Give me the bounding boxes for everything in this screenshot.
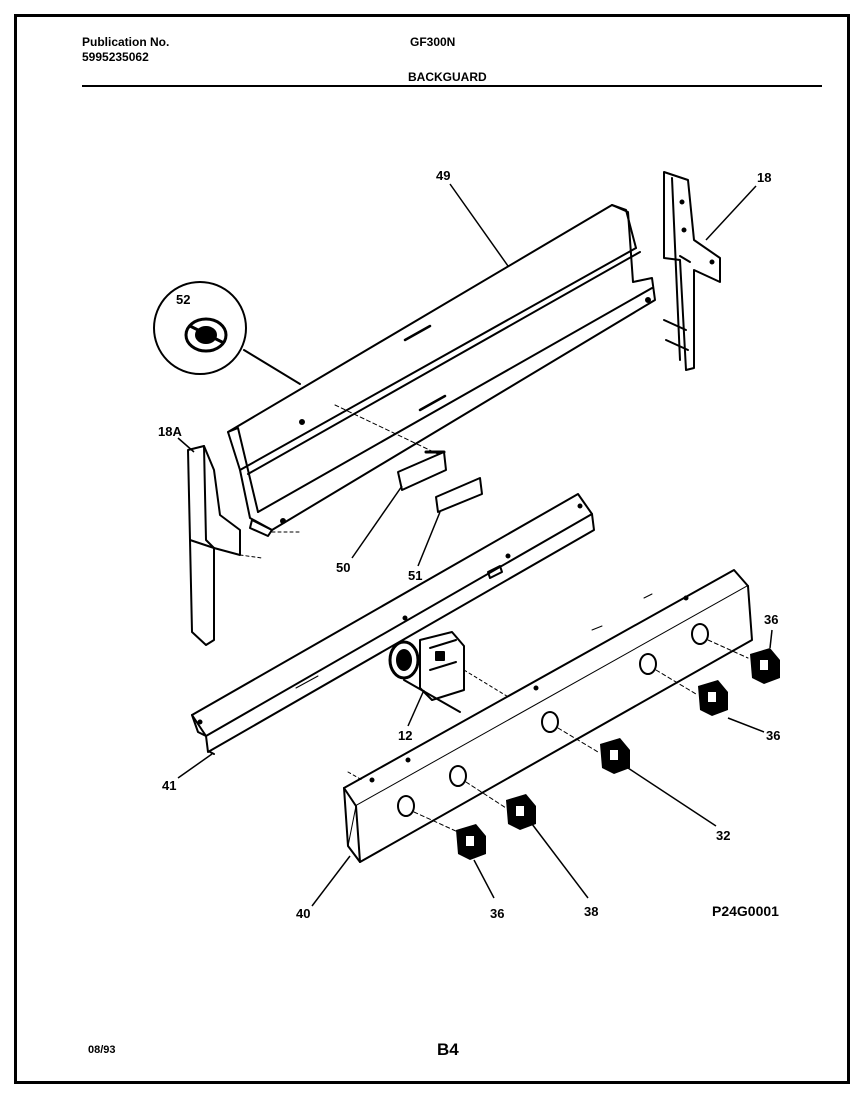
right-end-bracket bbox=[663, 171, 721, 371]
knob-icon bbox=[456, 824, 486, 860]
callout-51: 51 bbox=[408, 568, 422, 583]
callout-18: 18 bbox=[757, 170, 771, 185]
label-plates bbox=[397, 450, 483, 513]
callout-38: 38 bbox=[584, 904, 598, 919]
backguard-panel bbox=[227, 204, 656, 537]
header-rule bbox=[82, 85, 822, 87]
callout-52: 52 bbox=[176, 292, 190, 307]
callout-50: 50 bbox=[336, 560, 350, 575]
diagram-code: P24G0001 bbox=[712, 903, 779, 919]
footer-date: 08/93 bbox=[88, 1044, 116, 1056]
page-frame bbox=[14, 14, 850, 1084]
callout-36-top: 36 bbox=[764, 612, 778, 627]
section-title: BACKGUARD bbox=[408, 70, 487, 84]
callout-12: 12 bbox=[398, 728, 412, 743]
callout-49: 49 bbox=[436, 168, 450, 183]
alignment-lines bbox=[413, 639, 749, 833]
leader-lines bbox=[177, 183, 773, 907]
model-number: GF300N bbox=[410, 35, 456, 49]
callout-18a: 18A bbox=[158, 424, 182, 439]
callout-36-bottom: 36 bbox=[490, 906, 504, 921]
publication-number: 5995235062 bbox=[82, 50, 149, 64]
left-end-bracket bbox=[187, 445, 263, 646]
knob-icon bbox=[698, 680, 728, 716]
callout-40: 40 bbox=[296, 906, 310, 921]
page-number: B4 bbox=[437, 1040, 459, 1059]
callout-41: 41 bbox=[162, 778, 176, 793]
knobs bbox=[456, 648, 780, 860]
callout-36-right: 36 bbox=[766, 728, 780, 743]
knob-icon bbox=[750, 648, 780, 684]
callout-labels: 49 18 52 18A 50 51 36 36 12 41 32 40 36 … bbox=[158, 168, 780, 921]
publication-label: Publication No. bbox=[82, 35, 170, 49]
knob-icon bbox=[506, 794, 536, 830]
switch-assembly bbox=[388, 631, 511, 713]
detail-circle bbox=[153, 281, 301, 385]
knob-icon bbox=[600, 738, 630, 774]
callout-32: 32 bbox=[716, 828, 730, 843]
control-panel bbox=[343, 569, 753, 863]
